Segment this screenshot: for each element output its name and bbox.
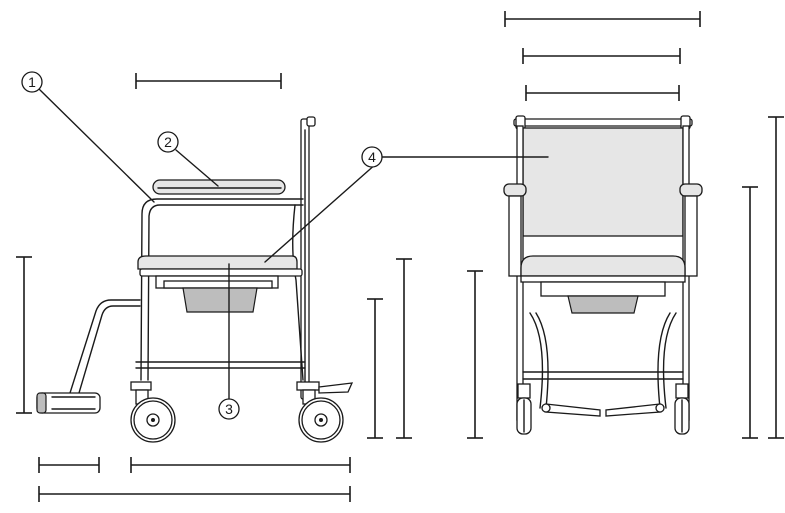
side-view: [36, 116, 354, 443]
front-seat: [520, 255, 686, 283]
dimension-base-length: [130, 457, 351, 473]
callout-2: 2: [157, 131, 219, 187]
callout-3: 3: [218, 263, 240, 420]
armrest-pad: [152, 179, 286, 195]
callout-4-label: 4: [368, 149, 376, 165]
dimension-seat-depth: [135, 73, 282, 89]
backrest-panel: [522, 127, 684, 237]
dimension-total-height: [768, 116, 784, 439]
callout-2-label: 2: [164, 134, 172, 150]
rear-castor: [296, 381, 354, 443]
front-view-castors: [516, 383, 690, 435]
callout-1-label: 1: [28, 74, 36, 90]
dimension-seat-height: [396, 258, 412, 439]
seat: [137, 255, 303, 277]
right-footplate: [605, 403, 661, 417]
dimension-total-length: [38, 486, 351, 502]
front-castor: [130, 381, 176, 443]
front-armrests: [503, 183, 703, 277]
left-footplate: [545, 403, 601, 417]
dimension-armrest-height: [742, 186, 758, 439]
armrest-frame-tube: [140, 198, 304, 381]
callout-3-label: 3: [225, 401, 233, 417]
dimension-seat-height-inner: [367, 298, 383, 439]
callout-1: 1: [21, 71, 155, 203]
front-bucket: [540, 281, 666, 314]
footrest: [36, 299, 141, 414]
backrest-post: [300, 116, 316, 400]
front-view: [503, 115, 703, 435]
dimension-lines: [16, 11, 784, 502]
callout-4: 4: [264, 146, 549, 263]
dimension-front-seat-height: [467, 270, 483, 439]
dimension-total-width: [504, 11, 701, 27]
callouts: 1 2 3 4: [21, 71, 549, 420]
dimension-width-between-armrests: [522, 48, 681, 64]
commode-bucket: [155, 275, 279, 313]
dimension-seat-width: [525, 85, 680, 101]
backrest-top-bar: [513, 115, 693, 130]
dimension-footrest-length: [38, 457, 100, 473]
dimension-footrest-height: [16, 256, 32, 414]
